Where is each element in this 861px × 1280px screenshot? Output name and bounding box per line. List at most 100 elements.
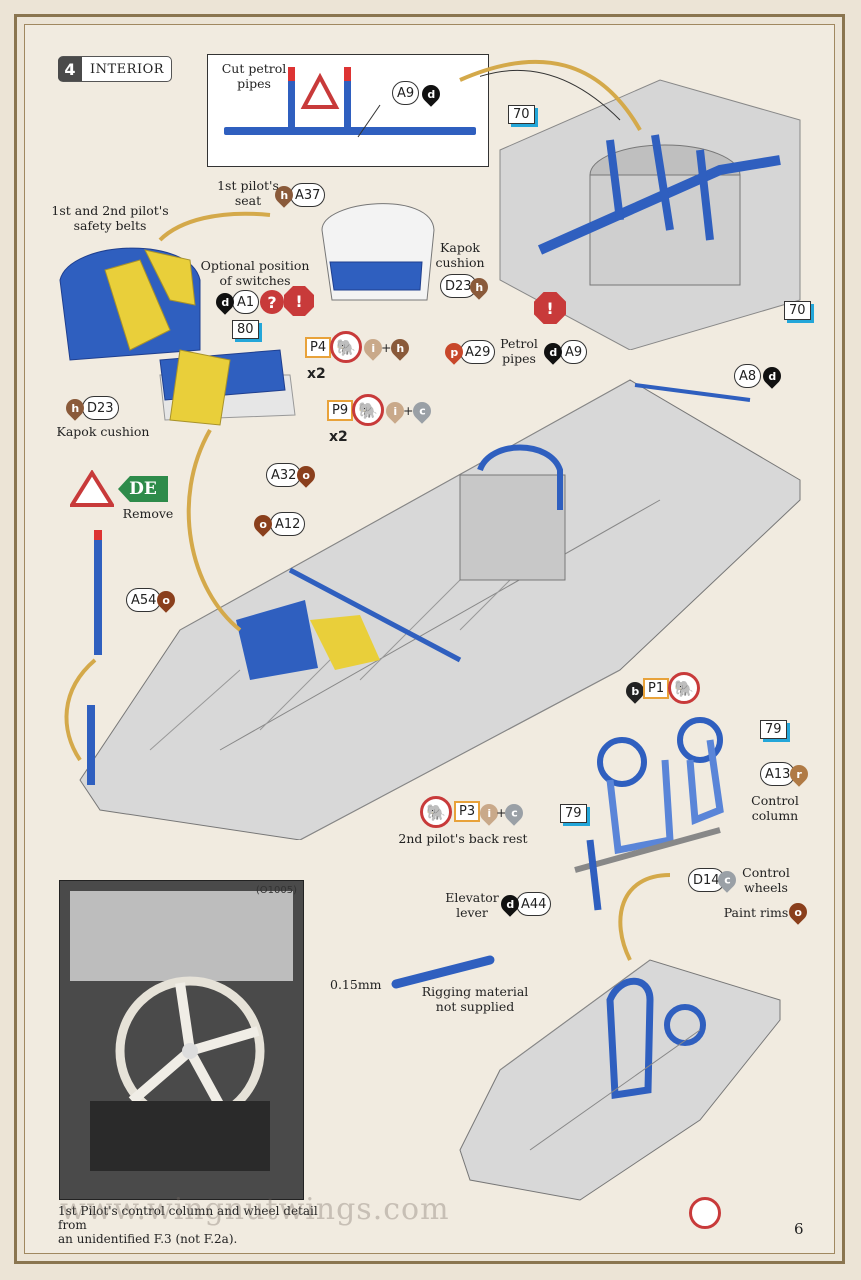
part-a54-drawing bbox=[94, 530, 102, 655]
label-pilot-seat: 1st pilot's seat bbox=[217, 178, 279, 208]
decal-70-top: 70 bbox=[508, 105, 535, 124]
callout-text: A44 bbox=[521, 896, 547, 912]
callout-a9-inset: A9 bbox=[392, 81, 420, 105]
photo-control-wheel bbox=[60, 881, 303, 1199]
plus-sign: + bbox=[496, 805, 507, 820]
callout-text: D23 bbox=[87, 400, 114, 416]
callout-text: A54 bbox=[131, 592, 157, 608]
paint-code: o bbox=[302, 468, 310, 482]
no-elephant-icon: 🐘 bbox=[352, 394, 384, 426]
paint-code: h bbox=[396, 341, 404, 355]
no-elephant-icon: 🐘 bbox=[330, 331, 362, 363]
paint-code: c bbox=[723, 873, 731, 887]
multiplier-p9: x2 bbox=[329, 429, 348, 445]
paint-code: o bbox=[259, 517, 267, 531]
paint-code: h bbox=[280, 188, 288, 202]
decal-79-wheel: 79 bbox=[560, 804, 587, 823]
pilot-seat-drawing bbox=[321, 203, 435, 301]
label-control-column: Control column bbox=[751, 793, 799, 823]
callout-text: D23 bbox=[445, 278, 472, 294]
paint-code: d bbox=[768, 369, 776, 383]
paint-code: p bbox=[450, 345, 458, 359]
reference-photo: (O1005) bbox=[59, 880, 304, 1200]
callout-text: A32 bbox=[271, 467, 297, 483]
paint-code: i bbox=[371, 341, 375, 355]
control-column-drawing bbox=[574, 717, 724, 911]
step-header: 4 INTERIOR bbox=[58, 56, 172, 82]
paint-code: c bbox=[510, 806, 518, 820]
fuselage-main-drawing bbox=[79, 379, 801, 840]
page-number: 6 bbox=[794, 1220, 804, 1238]
decal-79-column: 79 bbox=[760, 720, 787, 739]
photo-caption: 1st Pilot's control column and wheel det… bbox=[58, 1204, 318, 1246]
label-back-rest: 2nd pilot's back rest bbox=[398, 831, 528, 846]
paint-code: c bbox=[418, 404, 426, 418]
label-kapok-left: Kapok cushion bbox=[56, 424, 150, 439]
remove-code-text: DE bbox=[129, 479, 157, 499]
decal-80: 80 bbox=[232, 320, 259, 339]
inset-cut-pipes: Cut petrol pipes A9 d bbox=[207, 54, 489, 167]
question-icon: ? bbox=[260, 290, 284, 314]
fuselage-lower-drawing bbox=[459, 959, 781, 1201]
label-control-wheels: Control wheels bbox=[742, 865, 790, 895]
callout-text: A12 bbox=[275, 516, 301, 532]
paint-code: d bbox=[506, 897, 514, 911]
remove-triangle-icon bbox=[70, 470, 114, 507]
label-rigging: Rigging material not supplied bbox=[421, 984, 529, 1014]
inset-label: Cut petrol pipes bbox=[221, 61, 287, 91]
callout-text: A13 bbox=[765, 766, 791, 782]
callout-text: D14 bbox=[693, 872, 720, 888]
callout-text: A1 bbox=[237, 294, 255, 310]
warning-octagon-icon: ! bbox=[284, 286, 314, 316]
paint-code: h bbox=[475, 280, 483, 294]
callout-a9: A9 bbox=[560, 340, 588, 364]
label-paint-rims: Paint rims bbox=[723, 905, 789, 920]
callout-a1: A1 bbox=[232, 290, 260, 314]
label-safety-belts: 1st and 2nd pilot's safety belts bbox=[51, 203, 169, 233]
paint-code: b bbox=[631, 684, 639, 698]
callout-text: A9 bbox=[397, 85, 415, 101]
label-switches: Optional position of switches bbox=[200, 258, 310, 288]
callout-text: A29 bbox=[465, 344, 491, 360]
decal-70-right: 70 bbox=[784, 301, 811, 320]
label-remove: Remove bbox=[122, 506, 174, 521]
belts-seat-drawing bbox=[59, 247, 296, 426]
pe-p9: P9 bbox=[327, 400, 354, 421]
no-elephant-icon: 🐘 bbox=[668, 672, 700, 704]
paint-code: r bbox=[796, 767, 802, 781]
pe-p3: P3 bbox=[454, 801, 481, 822]
plus-sign: + bbox=[403, 403, 414, 418]
callout-a29: A29 bbox=[460, 340, 496, 364]
label-petrol-pipes: Petrol pipes bbox=[500, 336, 538, 366]
paint-code: o bbox=[162, 593, 170, 607]
detail-fuel-tank bbox=[480, 69, 801, 350]
callout-a37: A37 bbox=[290, 183, 326, 207]
pe-p4: P4 bbox=[305, 337, 332, 358]
pe-p1: P1 bbox=[643, 678, 670, 699]
no-elephant-icon: 🐘 bbox=[420, 796, 452, 828]
label-elevator-lever: Elevator lever bbox=[445, 890, 499, 920]
plus-sign: + bbox=[381, 340, 392, 355]
paint-code: d bbox=[549, 345, 557, 359]
callout-text: A8 bbox=[739, 368, 757, 384]
rigging-sample bbox=[391, 955, 495, 989]
paint-code: o bbox=[794, 905, 802, 919]
callout-a8: A8 bbox=[734, 364, 762, 388]
callout-a12: A12 bbox=[270, 512, 306, 536]
callout-d23-left: D23 bbox=[82, 396, 119, 420]
callout-text: A9 bbox=[565, 344, 583, 360]
callout-a44: A44 bbox=[516, 892, 552, 916]
paint-code: i bbox=[487, 806, 491, 820]
remove-code-badge: DE bbox=[118, 476, 168, 502]
label-rigging-size: 0.15mm bbox=[330, 977, 382, 992]
watermark: www.wingnutwings.com bbox=[60, 1192, 450, 1227]
inset-pipe-drawing bbox=[224, 67, 476, 138]
multiplier-p4: x2 bbox=[307, 366, 326, 382]
label-kapok-top: Kapok cushion bbox=[435, 240, 485, 270]
step-title: INTERIOR bbox=[90, 61, 165, 77]
no-entry-icon bbox=[689, 1197, 721, 1229]
paint-code: h bbox=[71, 401, 79, 415]
photo-ref: (O1005) bbox=[255, 885, 297, 896]
step-number: 4 bbox=[58, 57, 82, 81]
paint-code: d bbox=[221, 295, 229, 309]
